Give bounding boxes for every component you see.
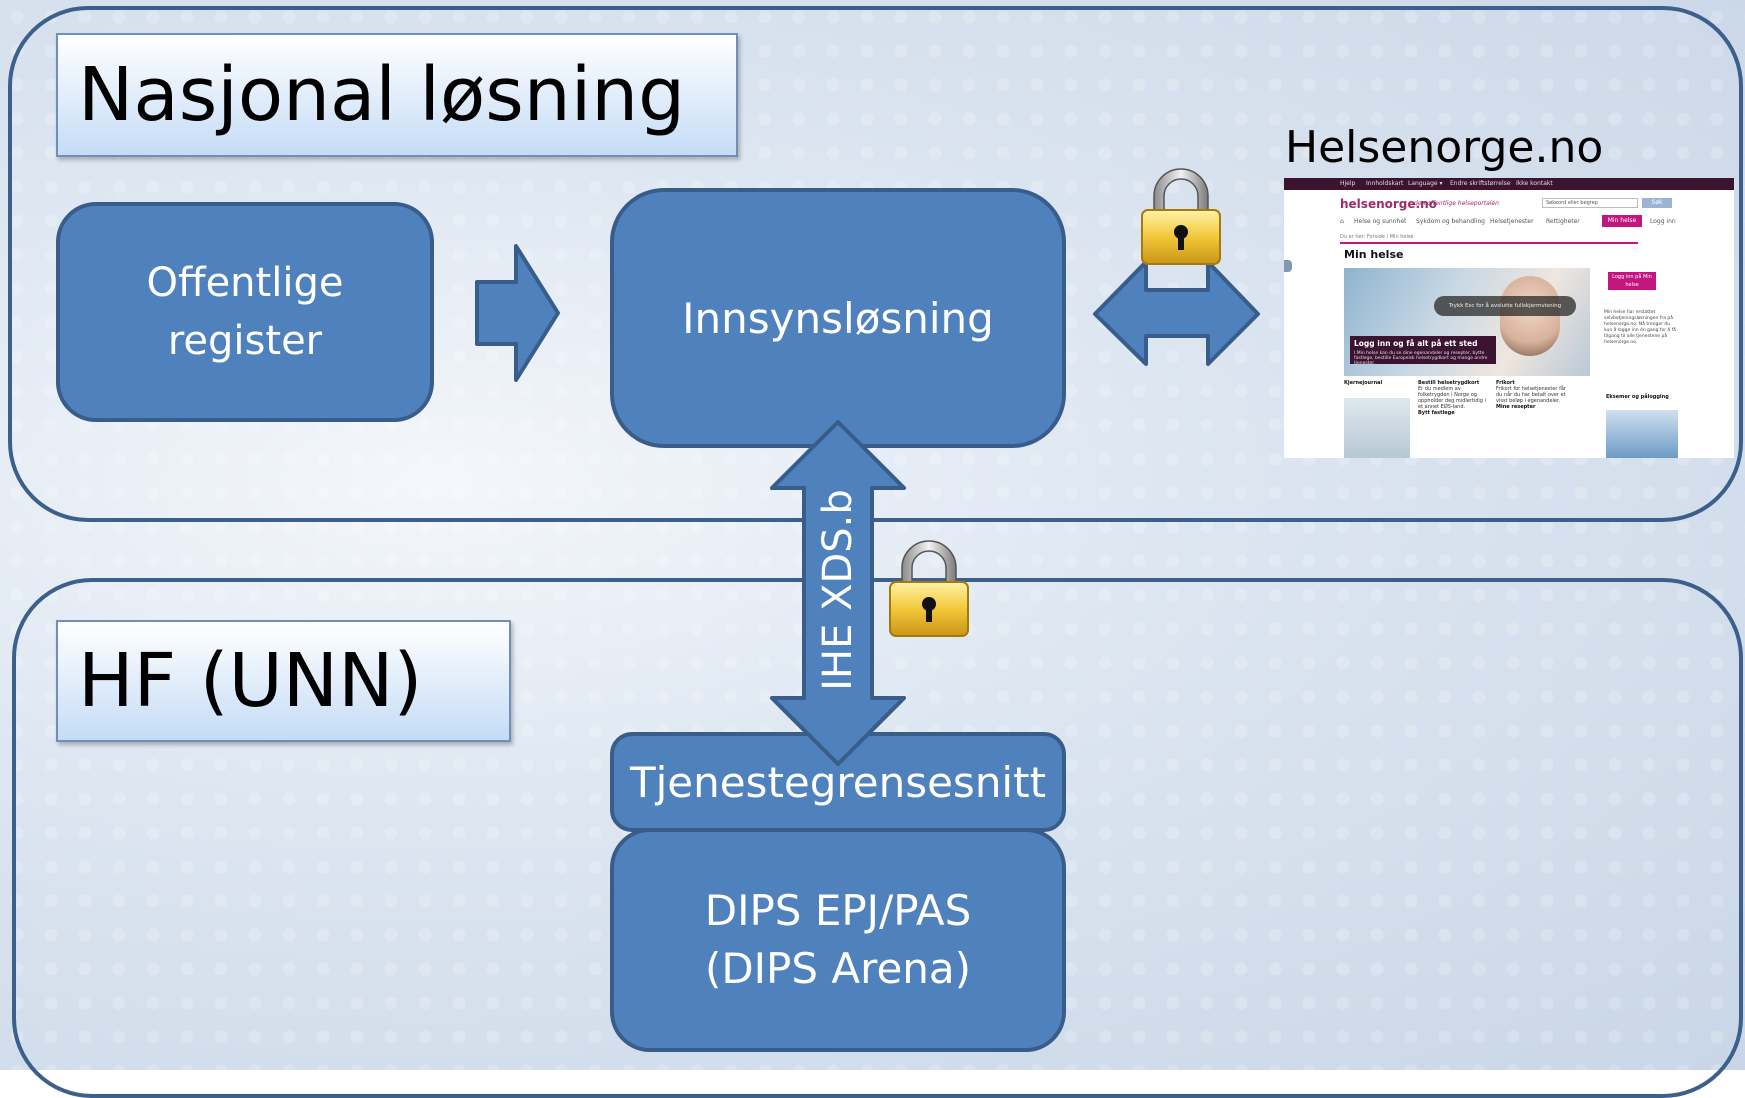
thumb-topbar-item: Language ▾ [1408, 180, 1443, 187]
thumb-person-photo [1500, 276, 1560, 356]
thumb-banner-title: Logg inn og få alt på ett sted [1354, 339, 1478, 348]
ihe-xds-label: IHE XDS.b [815, 489, 861, 691]
innsynslosning-box: Innsynsløsning [610, 188, 1066, 448]
thumb-column: Eksemer og pålogging [1606, 394, 1682, 400]
thumb-topbar-item: Endre skriftstørrelse [1450, 180, 1511, 187]
thumb-col-title: Eksemer og pålogging [1606, 394, 1669, 400]
thumb-column: Bestill helsetrygdkort Er du medlem av f… [1418, 380, 1488, 416]
thumb-nav-item: Sykdom og behandling [1416, 218, 1485, 225]
thumb-topbar: Hjelp Innholdskart Language ▾ Endre skri… [1284, 178, 1734, 190]
thumb-laptop-photo [1606, 410, 1678, 458]
ihe-arrow [770, 420, 906, 766]
thumb-tagline: den offentlige helseportalen [1414, 200, 1499, 207]
vertical-connector [770, 420, 906, 766]
helsenorge-title: Helsenorge.no [1285, 122, 1604, 173]
thumb-col-title: Bytt fastlege [1418, 410, 1455, 416]
thumb-topbar-item: Hjelp [1340, 180, 1356, 187]
thumb-col-title: Mine resepter [1496, 404, 1536, 410]
thumb-topbar-item: Ikke kontakt [1516, 180, 1553, 187]
padlock-icon [889, 540, 969, 637]
thumb-side-login-button: Logg inn på Min helse [1608, 272, 1656, 290]
thumb-col-text: Frikort for helsetjenester får du når du… [1496, 386, 1566, 404]
national-region [8, 6, 1743, 522]
thumb-nav-item: Helsetjenester [1490, 218, 1534, 225]
thumb-column: Kjernejournal [1344, 380, 1410, 386]
thumb-home-icon: ⌂ [1340, 218, 1344, 225]
block-arrow-right [475, 244, 560, 382]
thumb-logg-inn: Logg inn [1650, 218, 1676, 225]
thumb-col-title: Kjernejournal [1344, 380, 1383, 386]
thumb-logo: helsenorge.no [1340, 197, 1437, 211]
thumb-topbar-item: Innholdskart [1366, 180, 1404, 187]
thumb-min-helse-button: Min helse [1602, 215, 1642, 227]
offentlige-register-box: Offentlige register [56, 202, 434, 422]
thumb-side-text: Min helse har erstattet selvbetjeningslø… [1604, 310, 1677, 345]
thumb-heading: Min helse [1344, 248, 1404, 261]
thumb-search-button: Søk [1642, 198, 1672, 208]
helsenorge-screenshot: Hjelp Innholdskart Language ▾ Endre skri… [1284, 178, 1734, 458]
thumb-nav-item: Helse og sunnhet [1354, 218, 1407, 225]
block-arrow-left-right [1093, 260, 1260, 366]
thumb-divider [1340, 242, 1638, 244]
thumb-doctors-photo [1344, 398, 1410, 458]
padlock-icon [1141, 168, 1221, 265]
thumb-search-input: Søkeord eller begrep [1542, 198, 1638, 208]
thumb-col-title: Frikort [1496, 380, 1515, 386]
thumb-nav-item: Rettigheter [1546, 218, 1580, 225]
thumb-side-tab [1284, 260, 1292, 272]
thumb-login-banner: Logg inn og få alt på ett sted I Min hel… [1350, 336, 1496, 366]
thumb-hero-image: Trykk Esc for å avslutte fullskjermvisni… [1344, 268, 1590, 376]
thumb-fullscreen-overlay: Trykk Esc for å avslutte fullskjermvisni… [1434, 296, 1576, 316]
thumb-col-text: Er du medlem av folketrygden i Norge og … [1418, 386, 1486, 410]
thumb-column: Frikort Frikort for helsetjenester får d… [1496, 380, 1566, 410]
dips-box: DIPS EPJ/PAS (DIPS Arena) [610, 828, 1066, 1052]
hf-section-label: HF (UNN) [56, 620, 511, 742]
thumb-col-title: Bestill helsetrygdkort [1418, 380, 1480, 386]
thumb-breadcrumb: Du er her: Forside / Min helse [1340, 234, 1414, 240]
national-section-label: Nasjonal løsning [56, 33, 738, 157]
thumb-banner-text: I Min helse kan du se dine egenandeler o… [1354, 351, 1488, 366]
